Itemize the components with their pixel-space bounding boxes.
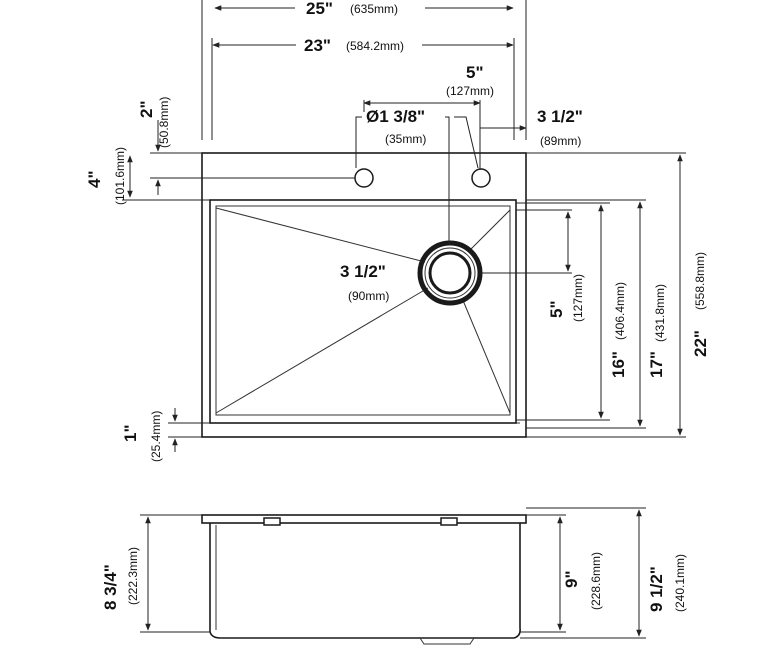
deck-depth-label: 4" [85,170,104,188]
hole-spacing-metric: (127mm) [446,84,494,98]
faucet-hole-right [471,168,491,188]
side-view: 8 3/4" (222.3mm) 9" (228.6mm) 9 1/2" (24… [101,507,687,645]
bowl-depth-label: 16" [609,351,628,378]
hole-from-top-label: 2" [137,100,156,118]
slope-line [215,207,426,263]
hole-spacing-label: 5" [466,63,484,82]
side-left-height-metric: (222.3mm) [126,547,140,605]
slope-line [461,297,511,414]
hole-diameter-metric: (35mm) [385,132,426,146]
faucet-hole-left [354,168,374,188]
side-overall-height-metric: (240.1mm) [673,554,687,612]
bowl-outline [209,199,517,424]
drain-diameter-label: 3 1/2" [340,262,386,281]
side-left-height-label: 8 3/4" [101,564,120,610]
overall-width-metric: (635mm) [350,2,398,16]
hole-offset-metric: (89mm) [540,134,581,148]
hole-offset-label: 3 1/2" [537,107,583,126]
front-rim-label: 1" [121,424,140,442]
drain-offset-label: 5" [547,300,566,318]
side-rim [201,514,527,524]
side-overall-height-label: 9 1/2" [647,566,666,612]
drain-diameter-metric: (90mm) [348,289,389,303]
deck-depth-metric: (101.6mm) [113,147,127,205]
overall-depth-label: 22" [691,330,710,357]
side-drain [419,637,475,645]
bowl-inner-outline [215,205,511,416]
inner-depth-metric: (431.8mm) [653,284,667,342]
slope-line [469,209,511,251]
inner-depth-label: 17" [647,351,666,378]
drain-offset-metric: (127mm) [571,274,585,322]
overall-depth-metric: (558.8mm) [693,252,707,310]
bowl-width-metric: (584.2mm) [346,39,404,53]
top-view: 25" (635mm) 23" (584.2mm) 5" (127mm) 3 1… [85,0,710,462]
bowl-width-label: 23" [304,36,331,55]
front-rim-metric: (25.4mm) [149,411,163,462]
hole-diameter-label: Ø1 3/8" [366,107,425,126]
overall-width-label: 25" [306,0,333,18]
hole-from-top-metric: (50.8mm) [157,97,171,148]
bowl-depth-metric: (406.4mm) [613,282,627,340]
side-inner-height-label: 9" [562,570,581,588]
sink-outline [201,152,527,438]
side-inner-height-metric: (228.6mm) [589,552,603,610]
drain [417,240,483,306]
slope-line [215,287,429,414]
mounting-clip [440,517,458,526]
mounting-clip [263,517,281,526]
side-bowl [209,523,521,639]
